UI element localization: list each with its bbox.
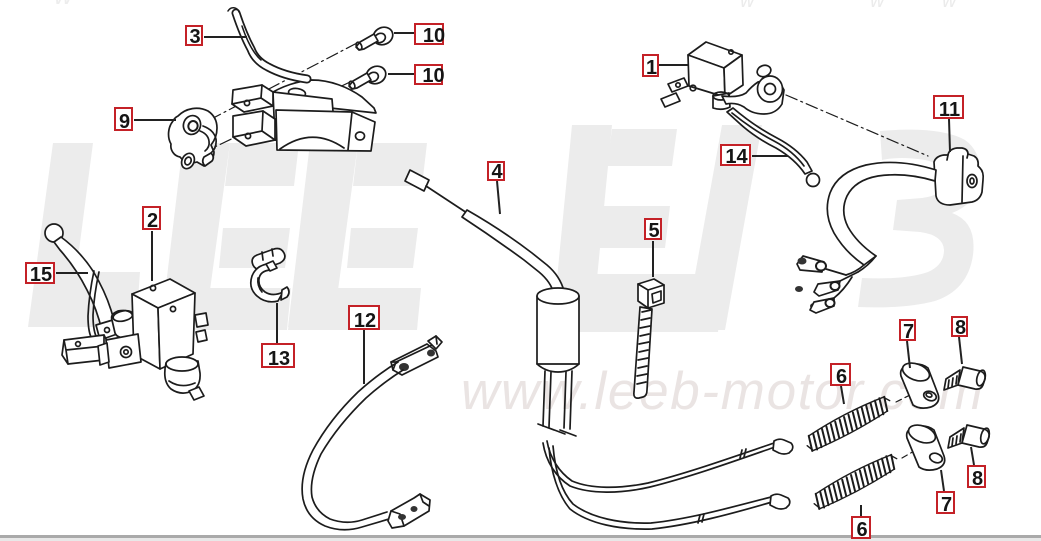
svg-text:www.leeb-motor.com: www.leeb-motor.com <box>461 362 984 421</box>
svg-text:7: 7 <box>903 321 914 343</box>
svg-text:1: 1 <box>646 57 657 79</box>
svg-text:2: 2 <box>147 210 158 232</box>
svg-text:13: 13 <box>268 348 290 370</box>
svg-text:w: w <box>870 0 886 12</box>
svg-text:w: w <box>54 0 75 10</box>
svg-text:11: 11 <box>939 99 960 121</box>
svg-text:6: 6 <box>856 519 867 541</box>
svg-text:6: 6 <box>836 366 847 388</box>
svg-text:14: 14 <box>725 146 748 168</box>
svg-text:8: 8 <box>955 317 966 339</box>
svg-text:3: 3 <box>189 26 200 48</box>
svg-text:12: 12 <box>354 310 376 332</box>
svg-text:8: 8 <box>972 468 983 490</box>
svg-text:10: 10 <box>422 65 444 87</box>
svg-text:9: 9 <box>119 111 130 133</box>
svg-text:5: 5 <box>648 220 659 242</box>
svg-text:w: w <box>942 0 958 12</box>
svg-text:4: 4 <box>491 161 503 183</box>
svg-text:7: 7 <box>941 494 952 516</box>
svg-text:w: w <box>740 0 756 12</box>
svg-text:15: 15 <box>30 264 52 286</box>
svg-text:10: 10 <box>423 25 445 47</box>
